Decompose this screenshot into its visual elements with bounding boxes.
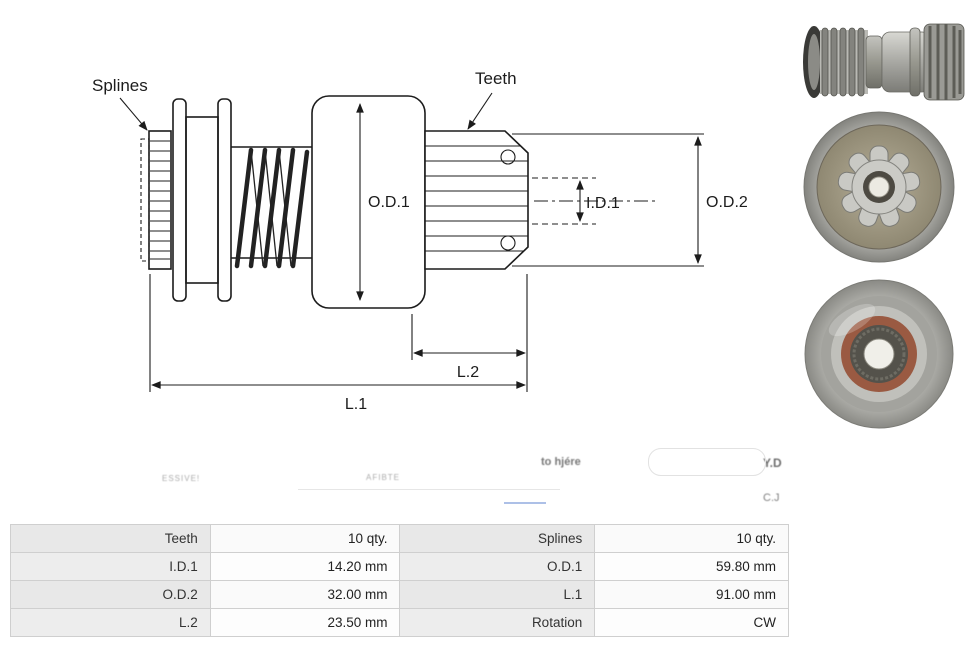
spec-label-l1: L.1 bbox=[399, 580, 596, 609]
l1-dimension-label: L.1 bbox=[345, 396, 367, 413]
spec-label-id1: I.D.1 bbox=[10, 552, 211, 581]
id1-dimension-label: I.D.1 bbox=[586, 195, 620, 212]
spec-label-rotation: Rotation bbox=[399, 608, 596, 637]
watermark-fragment: to hjére bbox=[541, 456, 581, 468]
spec-value-id1: 14.20 mm bbox=[209, 552, 401, 581]
od2-dimension-label: O.D.2 bbox=[706, 194, 748, 211]
watermark-outline bbox=[648, 448, 766, 476]
technical-drawing: Splines Teeth O.D.1 I.D.1 O.D.2 L.2 L.1 bbox=[92, 69, 748, 413]
product-photo-side-view bbox=[803, 23, 965, 101]
product-photo-front-pinion bbox=[803, 111, 955, 263]
spec-value-od2: 32.00 mm bbox=[209, 580, 401, 609]
table-row: L.2 23.50 mm Rotation CW bbox=[10, 608, 789, 637]
watermark-fragment: AFIBTE bbox=[366, 473, 401, 482]
spec-label-splines: Splines bbox=[399, 524, 596, 553]
product-photo-rear-bearing bbox=[804, 279, 954, 429]
spec-label-teeth: Teeth bbox=[10, 524, 211, 553]
spec-value-l1: 91.00 mm bbox=[594, 580, 789, 609]
l2-dimension-label: L.2 bbox=[457, 364, 479, 381]
spec-label-l2: L.2 bbox=[10, 608, 211, 637]
watermark-fragment: Y.D bbox=[763, 456, 782, 470]
part-outline bbox=[140, 95, 529, 309]
watermark-rule bbox=[298, 489, 560, 490]
od1-dimension-label: O.D.1 bbox=[368, 194, 410, 211]
spec-value-rotation: CW bbox=[594, 608, 789, 637]
spec-value-teeth: 10 qty. bbox=[209, 524, 401, 553]
spring bbox=[234, 147, 310, 269]
teeth-callout-label: Teeth bbox=[475, 69, 517, 88]
dimension-lines bbox=[119, 92, 704, 392]
watermark-fragment: C.J bbox=[763, 492, 780, 504]
spec-value-l2: 23.50 mm bbox=[209, 608, 401, 637]
table-row: O.D.2 32.00 mm L.1 91.00 mm bbox=[10, 580, 789, 609]
spec-value-od1: 59.80 mm bbox=[594, 552, 789, 581]
spec-table: Teeth 10 qty. Splines 10 qty. I.D.1 14.2… bbox=[10, 524, 789, 637]
table-row: Teeth 10 qty. Splines 10 qty. bbox=[10, 524, 789, 553]
watermark-fragment: ESSIVE! bbox=[162, 474, 201, 483]
splines-callout-label: Splines bbox=[92, 76, 148, 95]
table-row: I.D.1 14.20 mm O.D.1 59.80 mm bbox=[10, 552, 789, 581]
spec-label-od1: O.D.1 bbox=[399, 552, 596, 581]
spec-label-od2: O.D.2 bbox=[10, 580, 211, 609]
watermark-underline bbox=[504, 502, 546, 504]
spec-value-splines: 10 qty. bbox=[594, 524, 789, 553]
